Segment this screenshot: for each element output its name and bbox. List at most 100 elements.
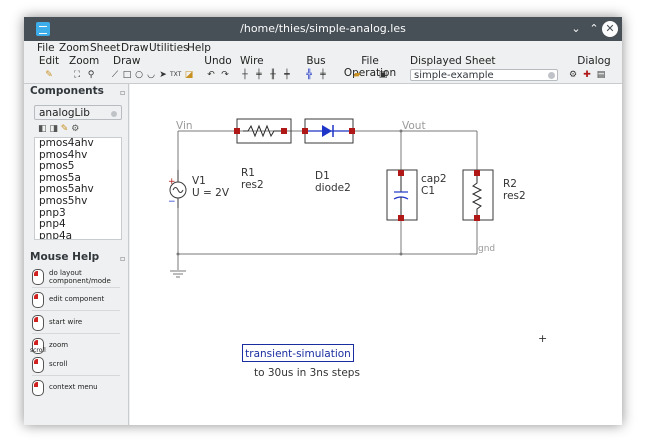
menu-bar: File Zoom Sheet Draw Utilities Help [24, 41, 622, 55]
toolbar-draw-group: Draw ⟋ □ ○ ◡ ➤ TXT ◪ [109, 55, 199, 83]
toolbar-wire-label: Wire [240, 55, 264, 67]
v1-minus-sign: − [168, 197, 176, 207]
diode-d1 [302, 118, 355, 144]
sheet-select-value: simple-example [414, 70, 494, 81]
list-item[interactable]: pmos4ahv [39, 137, 94, 149]
mouse-help-row: edit component [32, 290, 124, 308]
junction [399, 129, 403, 133]
menu-sheet[interactable]: Sheet [90, 42, 121, 54]
text-icon[interactable]: TXT [170, 71, 182, 78]
wire-label-icon[interactable]: ╪ [256, 70, 262, 80]
schematic-drawing[interactable] [130, 84, 622, 425]
divider [32, 287, 120, 288]
library-copy-icon[interactable]: ◨ [49, 124, 58, 134]
mouse-left-icon [32, 292, 44, 308]
net-label-vin: Vin [176, 120, 193, 132]
toolbar-draw-label: Draw [113, 55, 141, 67]
menu-zoom[interactable]: Zoom [59, 42, 90, 54]
toolbar: Edit ✎ Zoom ⛶ ⚲ Draw ⟋ □ ○ ◡ ➤ TXT ◪ Und… [24, 55, 622, 84]
component-list[interactable]: pmos4ahv pmos4hv pmos5 pmos5a pmos5ahv p… [34, 137, 122, 240]
r2-model: res2 [503, 190, 526, 202]
toolbar-edit-group: Edit ✎ [35, 55, 63, 83]
toolbar-dialog-group: Dialog ⚙ ✚ ▤ [564, 55, 614, 83]
divider [32, 375, 120, 376]
wires [177, 130, 478, 270]
panel-float-icon[interactable]: ▫ [120, 254, 126, 263]
mouse-help-text: edit component [49, 295, 105, 303]
settings-icon[interactable]: ⚙ [568, 70, 578, 80]
app-window: /home/thies/simple-analog.les ⌄ ⌃ ✕ File… [24, 17, 622, 425]
list-item[interactable]: pmos5ahv [39, 183, 94, 196]
library-new-icon[interactable]: ◧ [38, 124, 47, 134]
select-icon[interactable]: ✎ [45, 70, 53, 80]
ground-symbol [170, 270, 186, 278]
toolbar-file-group: File Operation ▰ ▣ [340, 55, 400, 83]
simulation-settings: to 30us in 3ns steps [254, 367, 360, 379]
document-icon[interactable]: ▤ [596, 70, 606, 80]
toolbar-sheet-label: Displayed Sheet [410, 55, 496, 67]
library-select[interactable]: analogLib [34, 105, 122, 120]
toolbar-file-label: File Operation [343, 55, 397, 79]
menu-utilities[interactable]: Utilities [149, 42, 189, 54]
wire-ground-icon[interactable]: ┿ [284, 70, 290, 80]
zoom-fit-icon[interactable]: ⛶ [73, 70, 81, 80]
c1-name: C1 [421, 185, 436, 197]
save-icon[interactable]: ▣ [378, 70, 388, 80]
v1-plus-sign: + [168, 177, 176, 187]
close-button[interactable]: ✕ [602, 21, 618, 37]
window-title: /home/thies/simple-analog.les [240, 22, 406, 35]
library-edit-icon[interactable]: ✎ [60, 124, 69, 134]
simulation-box[interactable]: transient-simulation [242, 344, 354, 362]
mouse-help-row: zoom scroll [30, 336, 124, 354]
library-settings-icon[interactable]: ⚙ [71, 124, 80, 134]
rectangle-icon[interactable]: □ [122, 70, 132, 80]
library-toolbar: ◧ ◨ ✎ ⚙ [38, 124, 79, 134]
list-item[interactable]: pnp4a [39, 229, 73, 240]
open-icon[interactable]: ▰ [353, 70, 361, 80]
list-item[interactable]: pmos5 [39, 160, 75, 173]
bus-icon[interactable]: ╬ [306, 70, 312, 80]
menu-draw[interactable]: Draw [121, 42, 149, 54]
image-icon[interactable]: ◪ [184, 70, 194, 80]
divider [32, 310, 120, 311]
minimize-button[interactable]: ⌄ [571, 22, 581, 35]
c1-model: cap2 [421, 173, 447, 185]
line-icon[interactable]: ⟋ [111, 70, 119, 80]
ellipse-icon[interactable]: ○ [135, 70, 143, 80]
library-select-value: analogLib [39, 107, 90, 119]
list-item[interactable]: pnp4 [39, 218, 66, 231]
list-item[interactable]: pmos4hv [39, 148, 88, 161]
list-item[interactable]: pmos5a [39, 171, 81, 184]
components-dialog-icon[interactable]: ✚ [583, 70, 591, 80]
undo-icon[interactable]: ↶ [207, 70, 215, 80]
wire-junction-icon[interactable]: ╫ [270, 70, 276, 80]
voltage-source-v1 [169, 170, 187, 208]
arc-icon[interactable]: ◡ [147, 70, 155, 80]
mouse-help-text: zoom [49, 341, 69, 349]
mouse-left-icon [32, 269, 44, 285]
v1-name: V1 [192, 175, 206, 187]
sheet-select[interactable]: simple-example [410, 69, 558, 81]
mouse-help-text: start wire [49, 318, 83, 326]
v1-value: U = 2V [192, 187, 230, 199]
schematic-canvas[interactable]: Vin Vout gnd + − V1 U = 2V R1 res2 D1 di… [130, 84, 622, 425]
maximize-button[interactable]: ⌃ [589, 22, 599, 35]
zoom-icon[interactable]: ⚲ [87, 70, 95, 80]
mouse-right-icon [32, 380, 44, 396]
d1-name: D1 [315, 170, 330, 182]
redo-icon[interactable]: ↷ [221, 70, 229, 80]
r1-model: res2 [241, 179, 264, 191]
wire-icon[interactable]: ┼ [242, 70, 248, 80]
list-item[interactable]: pnp3 [39, 206, 66, 219]
menu-file[interactable]: File [37, 42, 55, 54]
junction [176, 252, 180, 256]
panel-float-icon[interactable]: ▫ [120, 88, 126, 97]
bus-tap-icon[interactable]: ╪ [320, 70, 326, 80]
mouse-help-row: scroll [32, 355, 124, 373]
mouse-help-row: context menu [32, 378, 124, 396]
list-item[interactable]: pmos5hv [39, 194, 88, 207]
net-label-gnd: gnd [478, 244, 496, 254]
arrow-icon[interactable]: ➤ [159, 70, 167, 80]
toolbar-wire-group: Wire ┼ ╪ ╫ ┿ [234, 55, 294, 83]
menu-help[interactable]: Help [187, 42, 211, 54]
